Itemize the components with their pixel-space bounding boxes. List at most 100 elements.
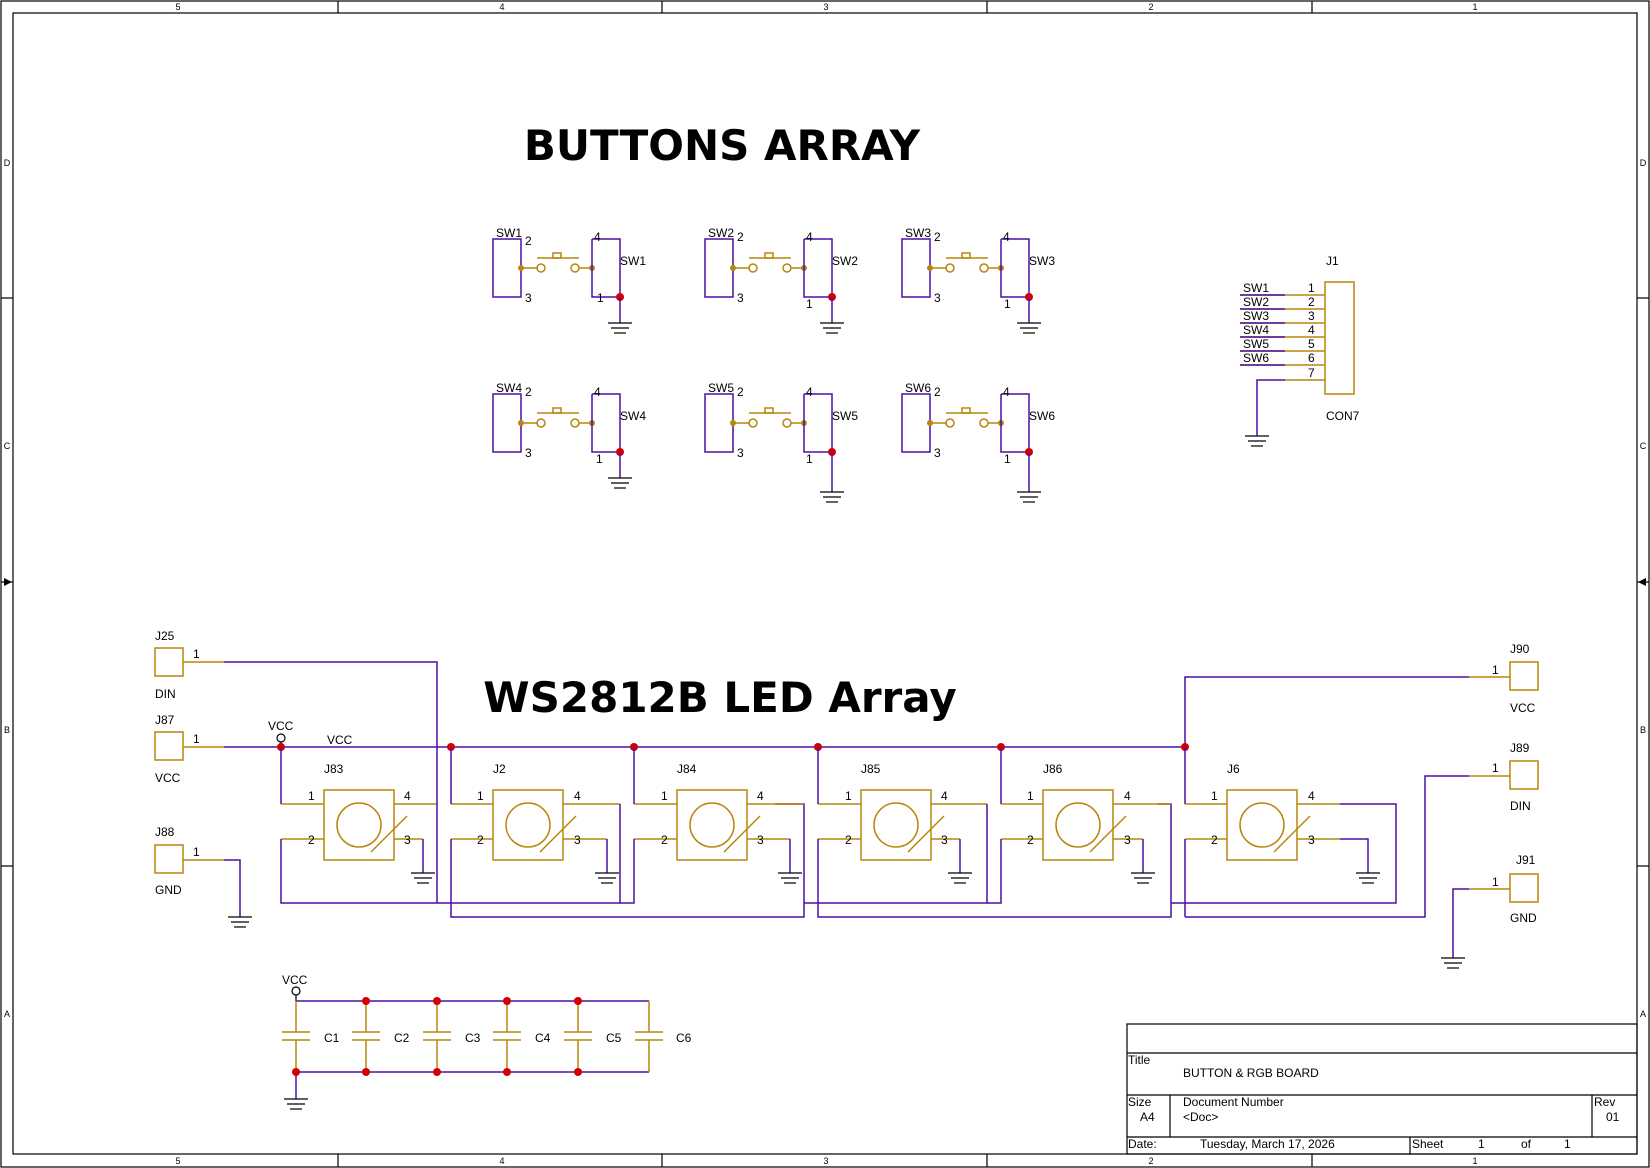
- led-j83: J83 1 2 4 3: [280, 747, 437, 904]
- zone-row-c-right: C: [1640, 441, 1647, 451]
- wire: [1000, 393, 1030, 453]
- capacitor-c2: C2: [352, 1001, 410, 1072]
- junction-dot: [433, 997, 441, 1005]
- junction-dot: [574, 1068, 582, 1076]
- pin-number: 1: [1492, 875, 1499, 889]
- vcc-symbol-label: VCC: [268, 719, 294, 733]
- pin-number: J6: [1227, 762, 1240, 776]
- pin-number: J85: [861, 762, 881, 776]
- zone-row-a-right: A: [1640, 1009, 1646, 1019]
- symbol-stroke: [927, 265, 933, 271]
- connector-j1: J1 SW1 SW2 SW3 SW4 SW5 SW6 1 2 3 4 5 6 7…: [1240, 254, 1360, 447]
- symbol-stroke: [539, 815, 577, 853]
- pin-number: 2: [525, 234, 532, 248]
- pin-number: 2: [737, 230, 744, 244]
- zone-row-a-left: A: [4, 1009, 10, 1019]
- symbol-stroke: [570, 418, 580, 428]
- symbol-stroke: [689, 802, 735, 848]
- pin-number: 1: [806, 452, 813, 466]
- j1-net-1: SW1: [1243, 281, 1269, 295]
- pin-number: 1: [477, 789, 484, 803]
- j1-net-5: SW5: [1243, 337, 1269, 351]
- symbol-stroke: [552, 252, 562, 259]
- switch-sw2: SW2 SW2 2 3 4 1: [704, 226, 858, 334]
- switch-sw5: SW5 SW5 2 3 4 1: [704, 381, 858, 503]
- symbol-stroke: [782, 263, 792, 273]
- symbol-stroke: [961, 407, 971, 414]
- pin-number: 4: [941, 789, 948, 803]
- of-label: of: [1521, 1137, 1532, 1151]
- symbol-stroke: [570, 263, 580, 273]
- terminal-j88: J88 1 GND: [154, 825, 252, 928]
- sw1-net: SW1: [620, 254, 646, 268]
- symbol-stroke: [907, 815, 945, 853]
- symbol-stroke: [730, 420, 736, 426]
- sw6-net: SW6: [1029, 409, 1055, 423]
- led-j6: J6 1 2 4 3: [1171, 747, 1397, 917]
- sw6-ref: SW6: [905, 381, 931, 395]
- symbol-stroke: [370, 815, 408, 853]
- pin-number: 3: [525, 446, 532, 460]
- pin-number: 1: [1308, 281, 1315, 295]
- sheet-label: Sheet: [1412, 1137, 1444, 1151]
- symbol-stroke: [1126, 1023, 1638, 1155]
- pin-number: 4: [404, 789, 411, 803]
- pin-number: 3: [1124, 833, 1131, 847]
- pin-number: J84: [677, 762, 697, 776]
- capacitor-c4: C4: [493, 1001, 551, 1072]
- symbol-stroke: [945, 418, 955, 428]
- symbol-stroke: [979, 263, 989, 273]
- sw3-net: SW3: [1029, 254, 1055, 268]
- wire: [803, 238, 833, 298]
- pin-number: VCC: [155, 771, 181, 785]
- symbol-stroke: [873, 802, 919, 848]
- pin-number: 6: [1308, 351, 1315, 365]
- wire: [901, 393, 931, 453]
- junction-dot: [574, 997, 582, 1005]
- switch-sw6: SW6 SW6 2 3 4 1: [901, 381, 1055, 503]
- pin-number: 1: [308, 789, 315, 803]
- pin-number: 1: [806, 297, 813, 311]
- wire: [1184, 676, 1469, 747]
- sw2-ref: SW2: [708, 226, 734, 240]
- pin-number: 4: [1124, 789, 1131, 803]
- led-j86: J86 1 2 4 3: [987, 747, 1171, 904]
- terminal-j91: J91 1 GND: [1441, 853, 1539, 969]
- pin-number: 3: [934, 291, 941, 305]
- led-array-heading: WS2812B LED Array: [483, 673, 956, 722]
- pin-number: J86: [1043, 762, 1063, 776]
- pin-number: 2: [1211, 833, 1218, 847]
- doc-number-label: Document Number: [1183, 1095, 1284, 1109]
- pin-number: 3: [757, 833, 764, 847]
- size-value: A4: [1140, 1110, 1155, 1124]
- pin-number: 2: [737, 385, 744, 399]
- pin-number: 4: [594, 230, 601, 244]
- symbol-stroke: [276, 733, 286, 743]
- symbol-stroke: [291, 986, 301, 996]
- zone-row-d-right: D: [1640, 158, 1647, 168]
- terminal-j25: J25 1 DIN: [154, 629, 438, 805]
- size-label: Size: [1128, 1095, 1152, 1109]
- symbol-stroke: [764, 252, 774, 259]
- pin-number: 2: [477, 833, 484, 847]
- symbol-stroke: [154, 844, 184, 874]
- symbol-stroke: [1638, 578, 1646, 586]
- pin-number: 3: [1308, 833, 1315, 847]
- pin-number: J83: [324, 762, 344, 776]
- pin-number: 4: [594, 385, 601, 399]
- terminal-j89: J89 1 DIN: [1185, 741, 1539, 918]
- symbol-stroke: [1042, 789, 1114, 861]
- capacitor-c3: C3: [423, 1001, 481, 1072]
- vcc-net-label: VCC: [327, 733, 353, 747]
- pin-number: 4: [1308, 789, 1315, 803]
- pin-number: C3: [465, 1031, 481, 1045]
- switch-sw4: SW4 SW4 2 3 4 1: [492, 381, 646, 489]
- wire: [987, 839, 1002, 904]
- pin-number: 3: [404, 833, 411, 847]
- date-value: Tuesday, March 17, 2026: [1200, 1137, 1335, 1151]
- symbol-stroke: [927, 420, 933, 426]
- pin-number: 3: [1308, 309, 1315, 323]
- symbol-stroke: [518, 265, 524, 271]
- symbol-stroke: [1509, 873, 1539, 903]
